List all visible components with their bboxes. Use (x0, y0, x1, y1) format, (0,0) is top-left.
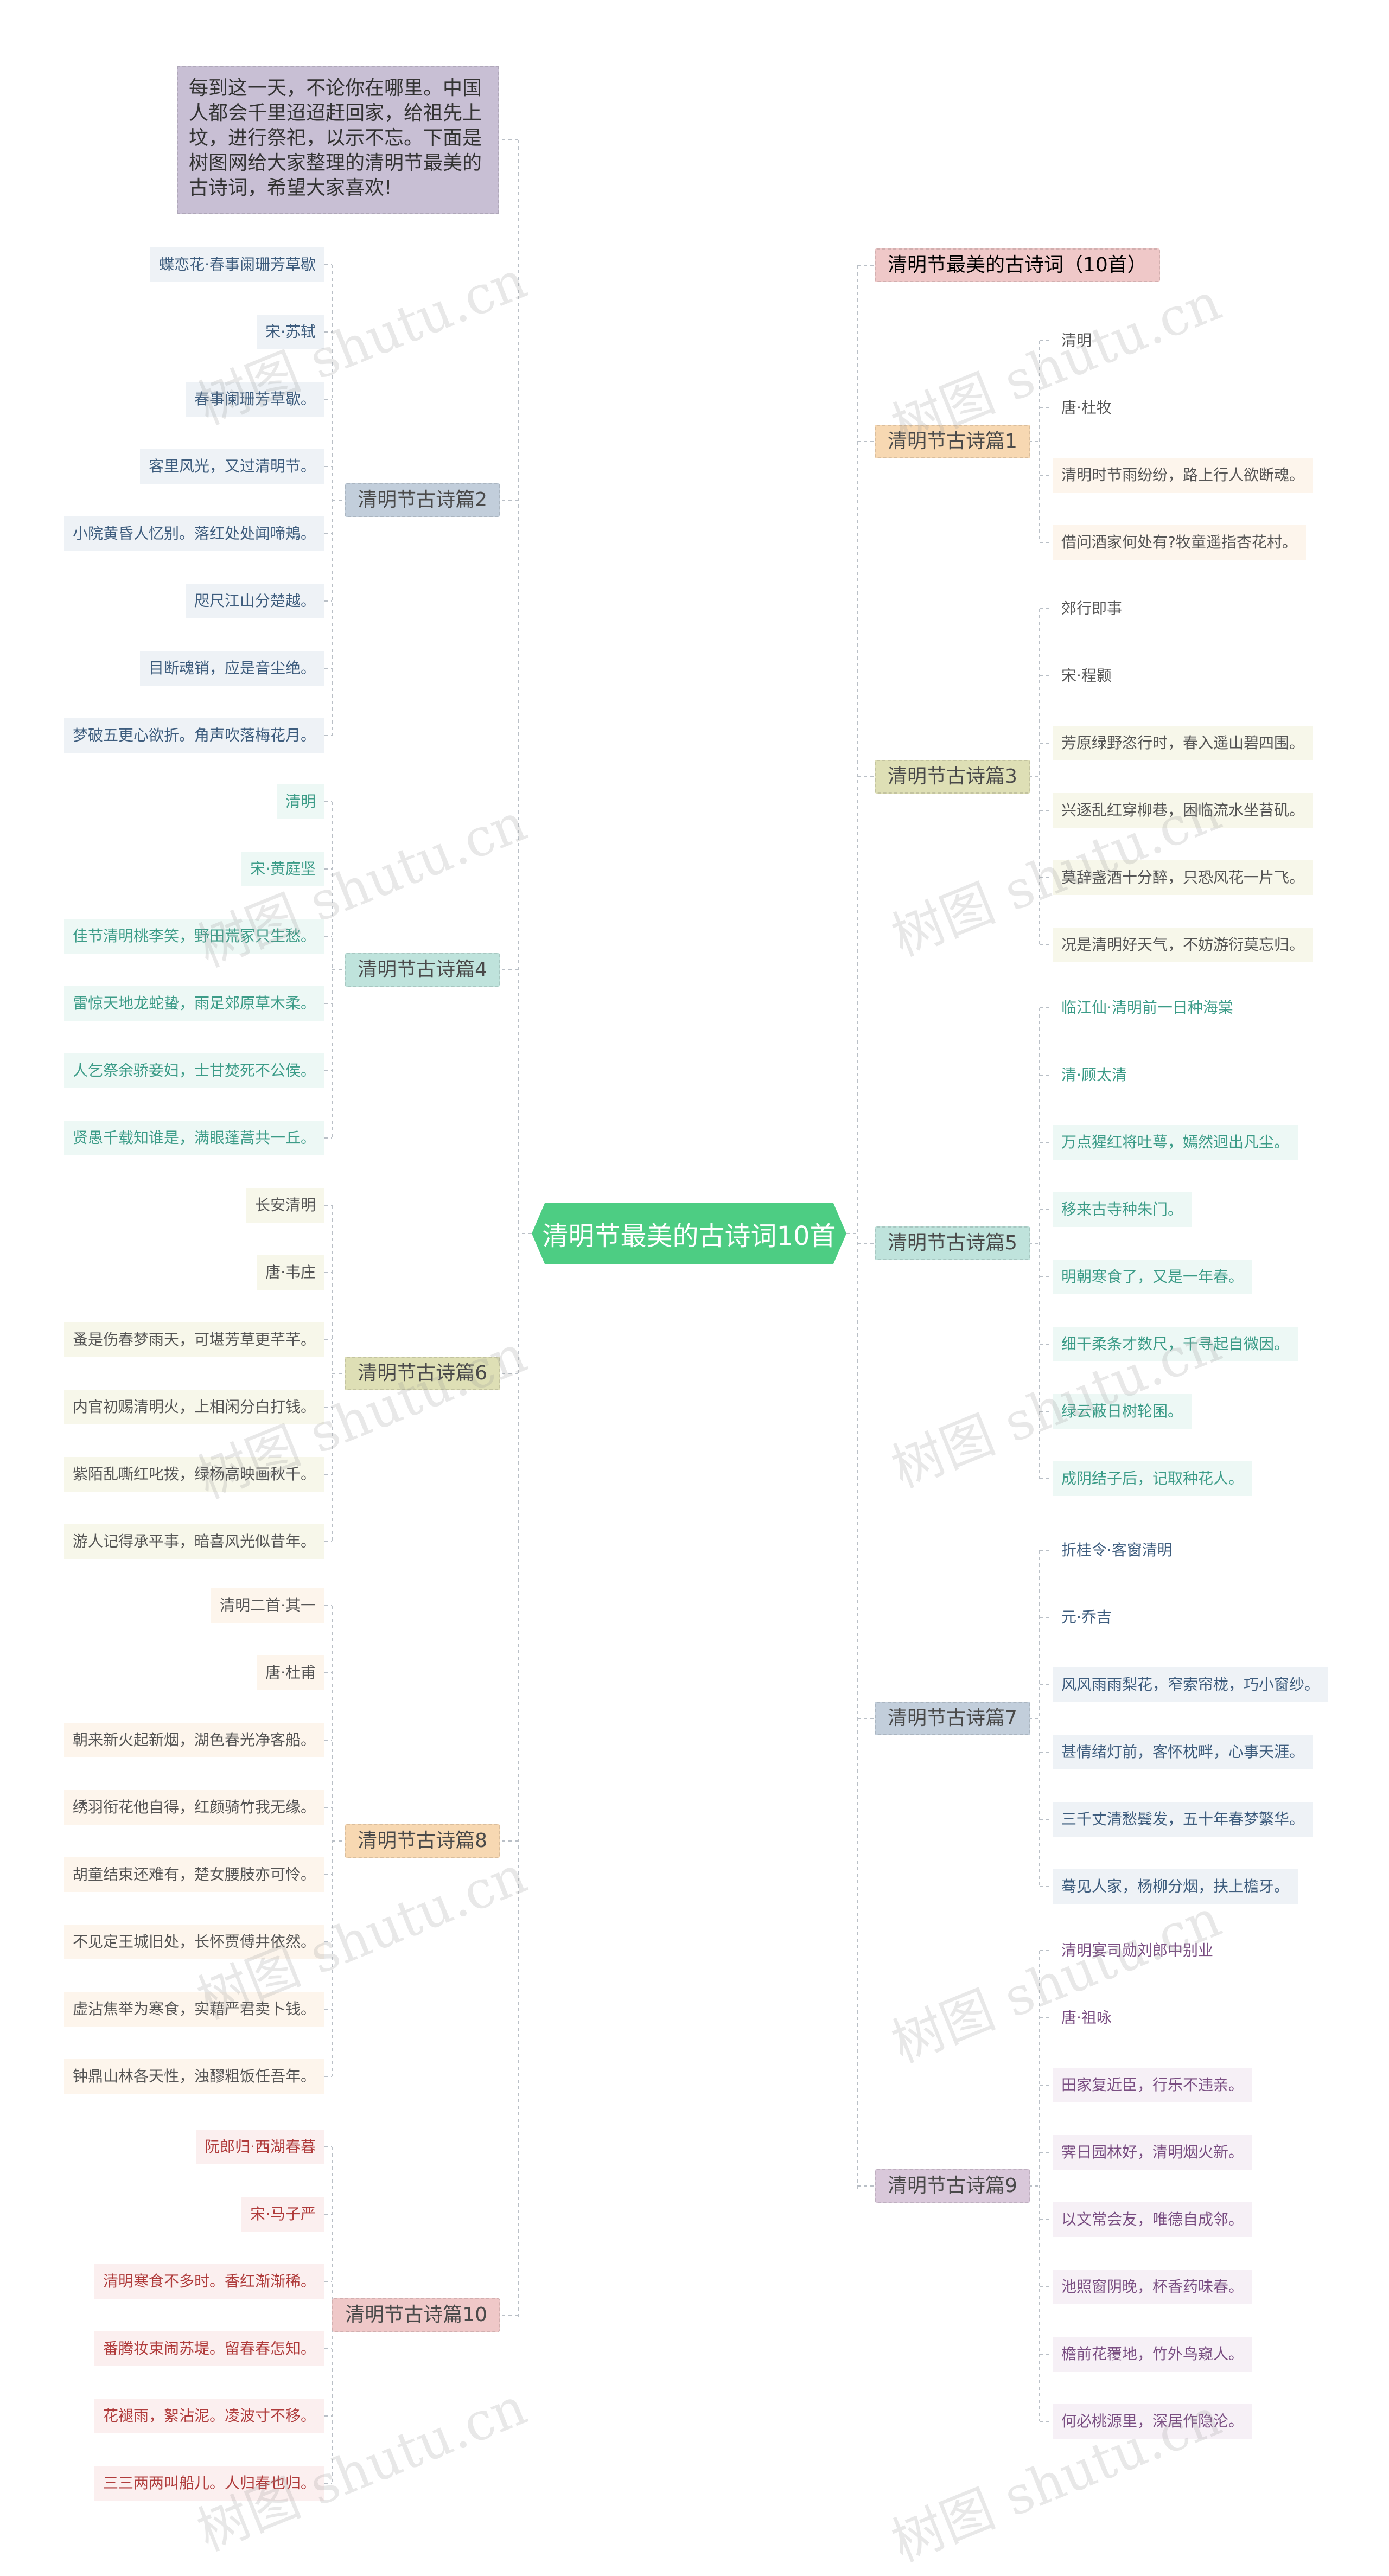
leaf-b9-4[interactable]: 以文常会友，唯德自成邻。 (1053, 2202, 1253, 2237)
leaf-b5-4[interactable]: 明朝寒食了，又是一年春。 (1053, 1260, 1253, 1294)
leaf-b8-2[interactable]: 朝来新火起新烟，湖色春光净客船。 (63, 1723, 324, 1757)
leaf-b2-2[interactable]: 春事阑珊芳草歇。 (185, 382, 324, 417)
leaf-b10-3[interactable]: 番腾妆束闹苏堤。留春春怎知。 (94, 2331, 324, 2366)
leaf-b7-1[interactable]: 元·乔吉 (1061, 1608, 1112, 1626)
summary-topic[interactable]: 清明节最美的古诗词（10首） (875, 248, 1160, 282)
leaf-b2-7[interactable]: 梦破五更心欲折。角声吹落梅花月。 (63, 718, 324, 753)
leaf-b3-3[interactable]: 兴逐乱红穿柳巷，困临流水坐苔矶。 (1053, 793, 1314, 828)
leaf-b7-0[interactable]: 折桂令·客窗清明 (1061, 1541, 1173, 1559)
leaf-b10-2[interactable]: 清明寒食不多时。香红渐渐稀。 (94, 2264, 324, 2299)
leaf-b1-2[interactable]: 清明时节雨纷纷，路上行人欲断魂。 (1053, 458, 1314, 493)
leaf-b4-1[interactable]: 宋·黄庭坚 (241, 852, 324, 886)
leaf-b2-1[interactable]: 宋·苏轼 (257, 315, 324, 349)
leaf-b6-2[interactable]: 蚤是伤春梦雨天，可堪芳草更芊芊。 (63, 1322, 324, 1357)
leaf-b4-2[interactable]: 佳节清明桃李笑，野田荒冢只生愁。 (63, 919, 324, 954)
leaf-b5-2[interactable]: 万点猩红将吐萼，嫣然迥出凡尘。 (1053, 1125, 1298, 1160)
leaf-b10-1[interactable]: 宋·马子严 (241, 2197, 324, 2232)
branch-topic-b9[interactable]: 清明节古诗篇9 (875, 2169, 1030, 2203)
leaf-b1-1[interactable]: 唐·杜牧 (1061, 399, 1112, 417)
leaf-b7-3[interactable]: 甚情绪灯前，客怀枕畔，心事天涯。 (1053, 1735, 1314, 1769)
leaf-b4-0[interactable]: 清明 (276, 784, 324, 819)
leaf-b9-0[interactable]: 清明宴司勋刘郎中别业 (1061, 1941, 1214, 1959)
leaf-b5-5[interactable]: 细干柔条才数尺，千寻起自微因。 (1053, 1327, 1298, 1361)
leaf-b8-3[interactable]: 绣羽衔花他自得，红颜骑竹我无缘。 (63, 1790, 324, 1825)
leaf-b6-3[interactable]: 内官初赐清明火，上相闲分白打钱。 (63, 1390, 324, 1424)
leaf-b5-0[interactable]: 临江仙·清明前一日种海棠 (1061, 999, 1233, 1017)
leaf-b5-1[interactable]: 清·顾太清 (1061, 1066, 1127, 1084)
central-topic-shape (532, 1203, 846, 1264)
leaf-b8-7[interactable]: 钟鼎山林各天性，浊醪粗饭任吾年。 (63, 2059, 324, 2094)
branch-topic-b6[interactable]: 清明节古诗篇6 (345, 1357, 500, 1390)
leaf-b7-2[interactable]: 风风雨雨梨花，窄索帘栊，巧小窗纱。 (1053, 1667, 1329, 1702)
leaf-b3-0[interactable]: 郊行即事 (1061, 599, 1123, 617)
intro-note: 每到这一天，不论你在哪里。中国人都会千里迢迢赶回家，给祖先上坟，进行祭祀，以示不… (177, 66, 499, 214)
leaf-b5-3[interactable]: 移来古寺种朱门。 (1053, 1192, 1192, 1227)
leaf-b4-5[interactable]: 贤愚千载知谁是，满眼蓬蒿共一丘。 (63, 1121, 324, 1155)
branch-topic-b10[interactable]: 清明节古诗篇10 (332, 2298, 500, 2332)
leaf-b5-6[interactable]: 绿云蔽日树轮囷。 (1053, 1394, 1192, 1429)
leaf-b7-4[interactable]: 三千丈清愁鬓发，五十年春梦繁华。 (1053, 1802, 1314, 1837)
branch-topic-b5[interactable]: 清明节古诗篇5 (875, 1226, 1030, 1260)
leaf-b3-4[interactable]: 莫辞盏酒十分醉，只恐风花一片飞。 (1053, 860, 1314, 895)
leaf-b9-7[interactable]: 何必桃源里，深居作隐沦。 (1053, 2404, 1253, 2439)
leaf-b9-1[interactable]: 唐·祖咏 (1061, 2009, 1112, 2027)
branch-topic-b3[interactable]: 清明节古诗篇3 (875, 760, 1030, 794)
leaf-b2-5[interactable]: 咫尺江山分楚越。 (185, 584, 324, 618)
leaf-b10-4[interactable]: 花褪雨，絮沾泥。凌波寸不移。 (94, 2399, 324, 2433)
leaf-b10-0[interactable]: 阮郎归·西湖春暮 (196, 2130, 324, 2164)
leaf-b3-2[interactable]: 芳原绿野恣行时，春入遥山碧四围。 (1053, 726, 1314, 760)
leaf-b1-0[interactable]: 清明 (1061, 331, 1092, 349)
leaf-b2-4[interactable]: 小院黄昏人忆别。落红处处闻啼鴂。 (63, 516, 324, 551)
branch-topic-b4[interactable]: 清明节古诗篇4 (345, 953, 500, 987)
branch-topic-b7[interactable]: 清明节古诗篇7 (875, 1702, 1030, 1735)
leaf-b5-7[interactable]: 成阴结子后，记取种花人。 (1053, 1461, 1253, 1496)
leaf-b4-4[interactable]: 人乞祭余骄妾妇，士甘焚死不公侯。 (63, 1053, 324, 1088)
leaf-b9-5[interactable]: 池照窗阴晚，杯香药味春。 (1053, 2270, 1253, 2304)
leaf-b8-4[interactable]: 胡童结束还难有，楚女腰肢亦可怜。 (63, 1857, 324, 1892)
branch-topic-b1[interactable]: 清明节古诗篇1 (875, 425, 1030, 458)
leaf-b2-0[interactable]: 蝶恋花·春事阑珊芳草歇 (150, 247, 324, 282)
leaf-b2-6[interactable]: 目断魂销，应是音尘绝。 (139, 651, 324, 686)
central-topic-label: 清明节最美的古诗词10首 (542, 1221, 836, 1251)
leaf-b9-2[interactable]: 田家复近臣，行乐不违亲。 (1053, 2068, 1253, 2102)
central-topic-hexagon (532, 1203, 846, 1264)
leaf-b6-0[interactable]: 长安清明 (246, 1188, 324, 1223)
leaf-b8-1[interactable]: 唐·杜甫 (257, 1655, 324, 1690)
leaf-b10-5[interactable]: 三三两两叫船儿。人归春也归。 (94, 2466, 324, 2501)
leaf-b3-5[interactable]: 况是清明好天气，不妨游衍莫忘归。 (1053, 928, 1314, 962)
leaf-b8-0[interactable]: 清明二首·其一 (211, 1588, 324, 1623)
leaf-b6-5[interactable]: 游人记得承平事，暗喜风光似昔年。 (63, 1524, 324, 1559)
leaf-b4-3[interactable]: 雷惊天地龙蛇蛰，雨足郊原草木柔。 (63, 986, 324, 1021)
leaf-b6-1[interactable]: 唐·韦庄 (257, 1255, 324, 1290)
branch-topic-b2[interactable]: 清明节古诗篇2 (345, 483, 500, 517)
leaf-b8-6[interactable]: 虚沾焦举为寒食，实藉严君卖卜钱。 (63, 1992, 324, 2027)
leaf-b2-3[interactable]: 客里风光，又过清明节。 (139, 449, 324, 484)
leaf-b3-1[interactable]: 宋·程颢 (1061, 667, 1112, 685)
central-topic[interactable]: 清明节最美的古诗词10首 (532, 1203, 846, 1264)
leaf-b8-5[interactable]: 不见定王城旧处，长怀贾傅井依然。 (63, 1925, 324, 1959)
leaf-b9-6[interactable]: 檐前花覆地，竹外鸟窥人。 (1053, 2337, 1253, 2372)
branch-topic-b8[interactable]: 清明节古诗篇8 (345, 1824, 500, 1858)
leaf-b9-3[interactable]: 霁日园林好，清明烟火新。 (1053, 2135, 1253, 2170)
leaf-b1-3[interactable]: 借问酒家何处有?牧童遥指杏花村。 (1053, 525, 1306, 560)
leaf-b7-5[interactable]: 蓦见人家，杨柳分烟，扶上檐牙。 (1053, 1869, 1298, 1904)
leaf-b6-4[interactable]: 紫陌乱嘶红叱拨，绿杨高映画秋千。 (63, 1457, 324, 1492)
